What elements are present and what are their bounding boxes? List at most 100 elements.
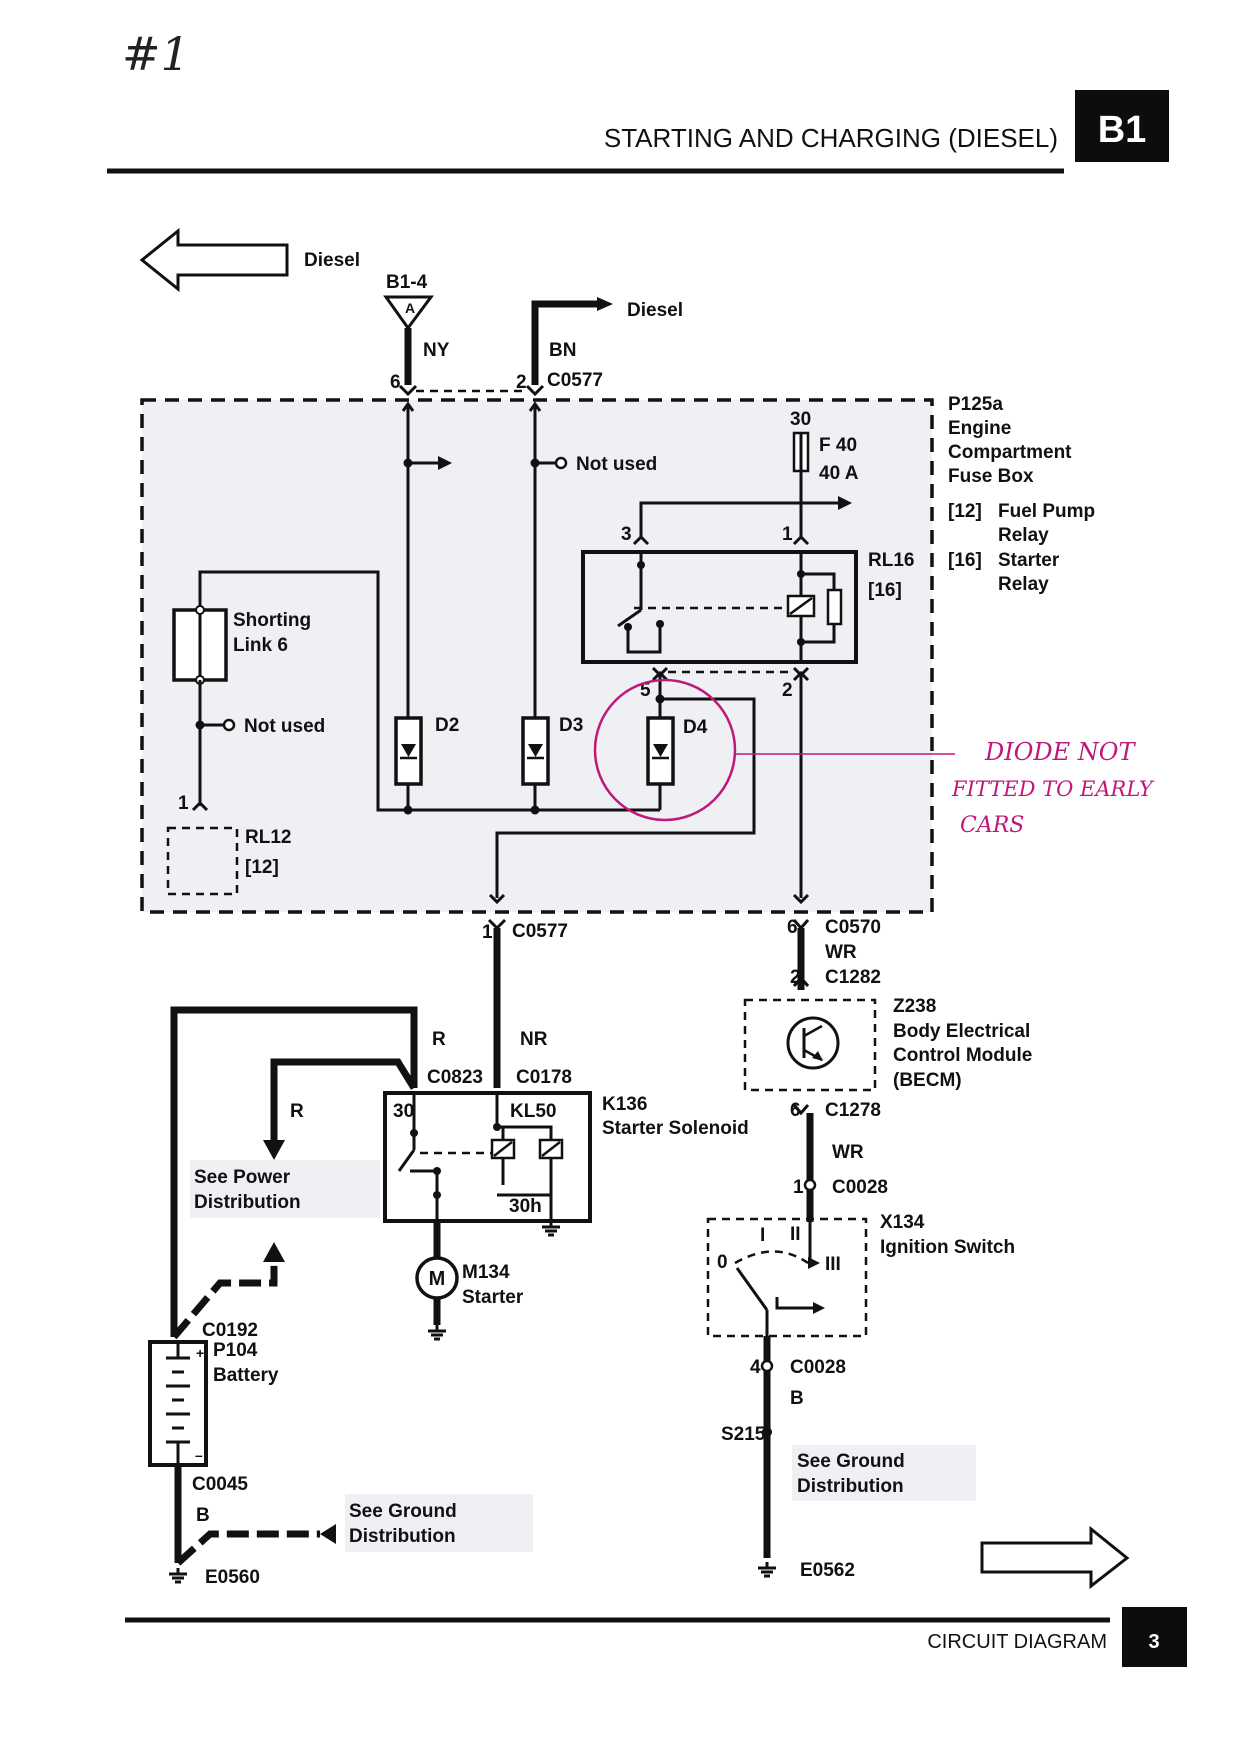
connector-pin-icon: [792, 534, 810, 546]
see-ground-link-right[interactable]: Distribution: [797, 1476, 904, 1497]
connector-pin: 4: [750, 1357, 761, 1378]
previous-page-label: Diesel: [304, 250, 360, 271]
page-number: 3: [1148, 1631, 1159, 1653]
ignition-pos-label: 0: [717, 1252, 728, 1273]
connector-pin: 2: [516, 372, 527, 393]
wire-bn-label: BN: [549, 340, 576, 361]
see-power-link[interactable]: Distribution: [194, 1192, 301, 1213]
ignition-arrow-icon: [808, 1257, 820, 1269]
wire-r2-label: R: [290, 1101, 304, 1122]
see-power-link[interactable]: See Power: [194, 1167, 291, 1188]
ground-e0560-icon: [167, 1566, 189, 1584]
diode-d3-label: D3: [559, 715, 583, 736]
legend-text: Fuel Pump: [998, 501, 1095, 522]
connector-pin: 2: [790, 967, 801, 988]
ignition-contact: [775, 1297, 815, 1310]
connector-pin: 1: [482, 922, 493, 943]
fuse-rating: 40 A: [819, 463, 859, 484]
diode-d3-icon: [528, 744, 543, 757]
transistor-icon: [786, 1016, 840, 1070]
not-used-label: Not used: [576, 454, 657, 475]
connector-c0028-top: C0028: [832, 1177, 888, 1198]
becm-outline[interactable]: [743, 998, 877, 1092]
handwritten-page-number: #1: [122, 27, 190, 81]
wire-r-power: [270, 1058, 417, 1146]
wire-b-label: B: [196, 1505, 210, 1526]
junction-dot: [433, 1191, 441, 1199]
relay-resistor-icon: [826, 588, 843, 626]
next-page-arrow-icon[interactable]: [980, 1525, 1130, 1590]
connector-c0192: C0192: [202, 1320, 258, 1341]
diode-d4-icon: [653, 744, 668, 757]
connector-c0045: C0045: [192, 1474, 248, 1495]
wire-r-battery: [170, 1006, 418, 1337]
junction-dot: [493, 1123, 501, 1131]
transistor-arrow: [812, 1051, 823, 1061]
ignition-contact-arrow-icon: [813, 1302, 825, 1314]
previous-page-arrow-icon[interactable]: [139, 227, 289, 293]
terminal-icon: [195, 605, 205, 615]
fusebox-name-line: Compartment: [948, 442, 1072, 463]
solenoid-terminal-label: 30h: [509, 1196, 542, 1217]
becm-name-line: (BECM): [893, 1070, 962, 1091]
page-title: STARTING AND CHARGING (DIESEL): [604, 123, 1058, 153]
ignition-pos-label: I: [760, 1225, 765, 1246]
connector-pin-icon: [191, 800, 209, 812]
solenoid-id: K136: [602, 1094, 647, 1115]
annotation-circle: [593, 678, 737, 822]
power-arrow-down-icon: [263, 1140, 285, 1160]
junction-dot: [433, 1167, 441, 1175]
solenoid-switch-arm: [397, 1149, 416, 1172]
solenoid-coil-wire: [497, 1158, 553, 1197]
diode-d2[interactable]: [394, 716, 423, 786]
solenoid-wire: [410, 1169, 439, 1195]
connector-c0028-icon: [760, 1359, 774, 1373]
ground-e0562-icon: [756, 1560, 778, 1578]
coil-slash: [493, 1141, 513, 1157]
connector-c1282: C1282: [825, 967, 881, 988]
battery-id: P104: [213, 1340, 258, 1361]
connector-pin: 6: [390, 372, 401, 393]
ground-link-arrow-icon: [320, 1524, 336, 1544]
relay-pin-label: 5: [640, 680, 651, 701]
diode-d2-label: D2: [435, 715, 459, 736]
see-ground-link-left[interactable]: See Ground: [349, 1501, 457, 1522]
footer-label: CIRCUIT DIAGRAM: [927, 1631, 1107, 1653]
ignition-switch-outline[interactable]: [706, 1217, 868, 1338]
section-code: B1: [1098, 109, 1147, 151]
feed-a-letter: A: [405, 300, 415, 316]
fusebox-outline[interactable]: [140, 398, 934, 914]
rl12-pin-label: 1: [178, 793, 189, 814]
fuse-out-arrow-icon: [838, 496, 852, 510]
section-badge: [1075, 90, 1169, 162]
ignition-switch-arm: [735, 1267, 769, 1311]
see-ground-link-left[interactable]: Distribution: [349, 1526, 456, 1547]
open-terminal-icon: [554, 456, 568, 470]
connector-pin-icon: [651, 670, 669, 682]
relay-rl16-box[interactable]: [581, 550, 858, 664]
starter-solenoid-box[interactable]: [383, 1091, 592, 1223]
wire-bn: [531, 300, 597, 385]
solenoid-name: Starter Solenoid: [602, 1118, 749, 1139]
diesel-feed-label: Diesel: [627, 300, 683, 321]
junction-dot: [530, 805, 540, 815]
legend-text: Relay: [998, 574, 1049, 595]
page-number-badge: [1122, 1607, 1187, 1667]
diode-d2-icon: [401, 744, 416, 757]
becm-name-line: Body Electrical: [893, 1021, 1030, 1042]
relay-rl12-outline[interactable]: [166, 826, 239, 896]
connector-pin-icon: [398, 384, 418, 397]
relay-switch-arm: [617, 608, 642, 628]
ignition-arc: [734, 1250, 809, 1265]
fusebox-id: P125a: [948, 394, 1003, 415]
wire-r-label: R: [432, 1029, 446, 1050]
solenoid-coil-wire: [495, 1093, 553, 1150]
annotation-text: CARS: [960, 813, 1024, 838]
see-ground-link-right[interactable]: See Ground: [797, 1451, 905, 1472]
open-terminal-icon: [222, 718, 236, 732]
relay-ref: [16]: [868, 580, 902, 601]
link-shading: [792, 1445, 976, 1501]
connector-pin-icon: [488, 893, 506, 905]
rl12-id: RL12: [245, 827, 291, 848]
legend-text: Starter: [998, 550, 1060, 571]
